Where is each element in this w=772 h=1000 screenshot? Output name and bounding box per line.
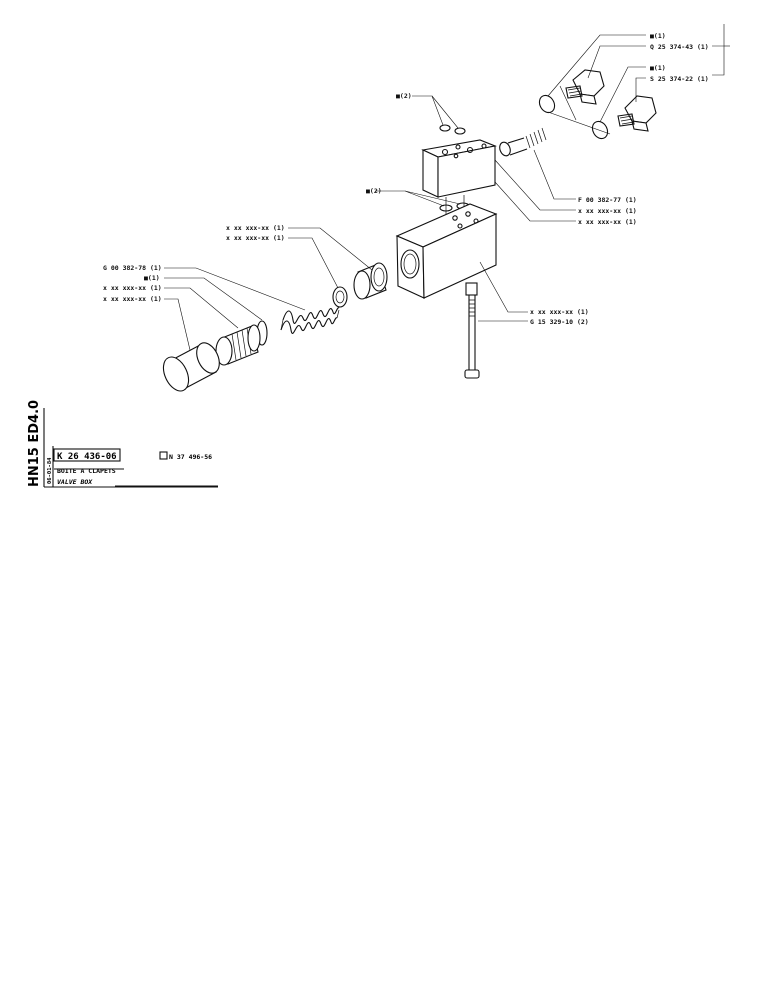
spring: [280, 307, 340, 334]
label-seat-part-2: x xx xxx-xx (1): [226, 234, 285, 242]
label-seat-part-1: x xx xxx-xx (1): [226, 224, 285, 232]
label-cover-part-2: x xx xxx-xx (1): [578, 218, 637, 226]
plug-s-assembly: [591, 95, 657, 140]
cover-plate: [421, 139, 497, 198]
title-block: HN15 ED4.0 06-01-84 K 26 436-06 N 37 496…: [27, 400, 218, 488]
title-english: VALVE BOX: [57, 478, 93, 486]
label-seal-group-top: ■(2): [396, 92, 412, 100]
valve-body: [395, 203, 498, 299]
orifice-seals-top: [439, 124, 466, 135]
label-bolt-part: G 15 329-10 (2): [530, 318, 589, 326]
part-labels: ■(2) ■(2) ■(1) Q 25 374-43 (1) ■(1) S 25…: [103, 32, 709, 326]
plug-q-assembly: [538, 69, 605, 114]
label-seal-group-mid: ■(2): [366, 187, 382, 195]
label-plug-b-seal: ■(1): [650, 64, 666, 72]
label-cover-part-1: x xx xxx-xx (1): [578, 207, 637, 215]
label-body-part: x xx xxx-xx (1): [530, 308, 589, 316]
label-plug-seal: ■(1): [144, 274, 160, 282]
drawing-number: K 26 436-06: [57, 452, 117, 462]
leader-lines: [164, 24, 730, 351]
valve-poppet: [332, 286, 348, 308]
valve-seat: [353, 262, 388, 300]
plug-cap: [162, 342, 220, 392]
label-spring-part: G 00 382-78 (1): [103, 264, 162, 272]
plug-assembly: [215, 320, 268, 366]
model-code: HN15 ED4.0: [27, 400, 42, 487]
title-french: BOITE A CLAPETS: [57, 467, 116, 475]
long-bolt: [464, 282, 480, 379]
label-plug-a-part: Q 25 374-43 (1): [650, 43, 709, 51]
label-plug-part-2: x xx xxx-xx (1): [103, 295, 162, 303]
label-plug-a-seal: ■(1): [650, 32, 666, 40]
label-pin-part: F 00 382-77 (1): [578, 196, 637, 204]
label-plug-b-part: S 25 374-22 (1): [650, 75, 709, 83]
reference-number: N 37 496-56: [169, 453, 212, 461]
label-plug-part-1: x xx xxx-xx (1): [103, 284, 162, 292]
pin-part: [499, 127, 547, 157]
drawing-date: 06-01-84: [47, 457, 53, 484]
